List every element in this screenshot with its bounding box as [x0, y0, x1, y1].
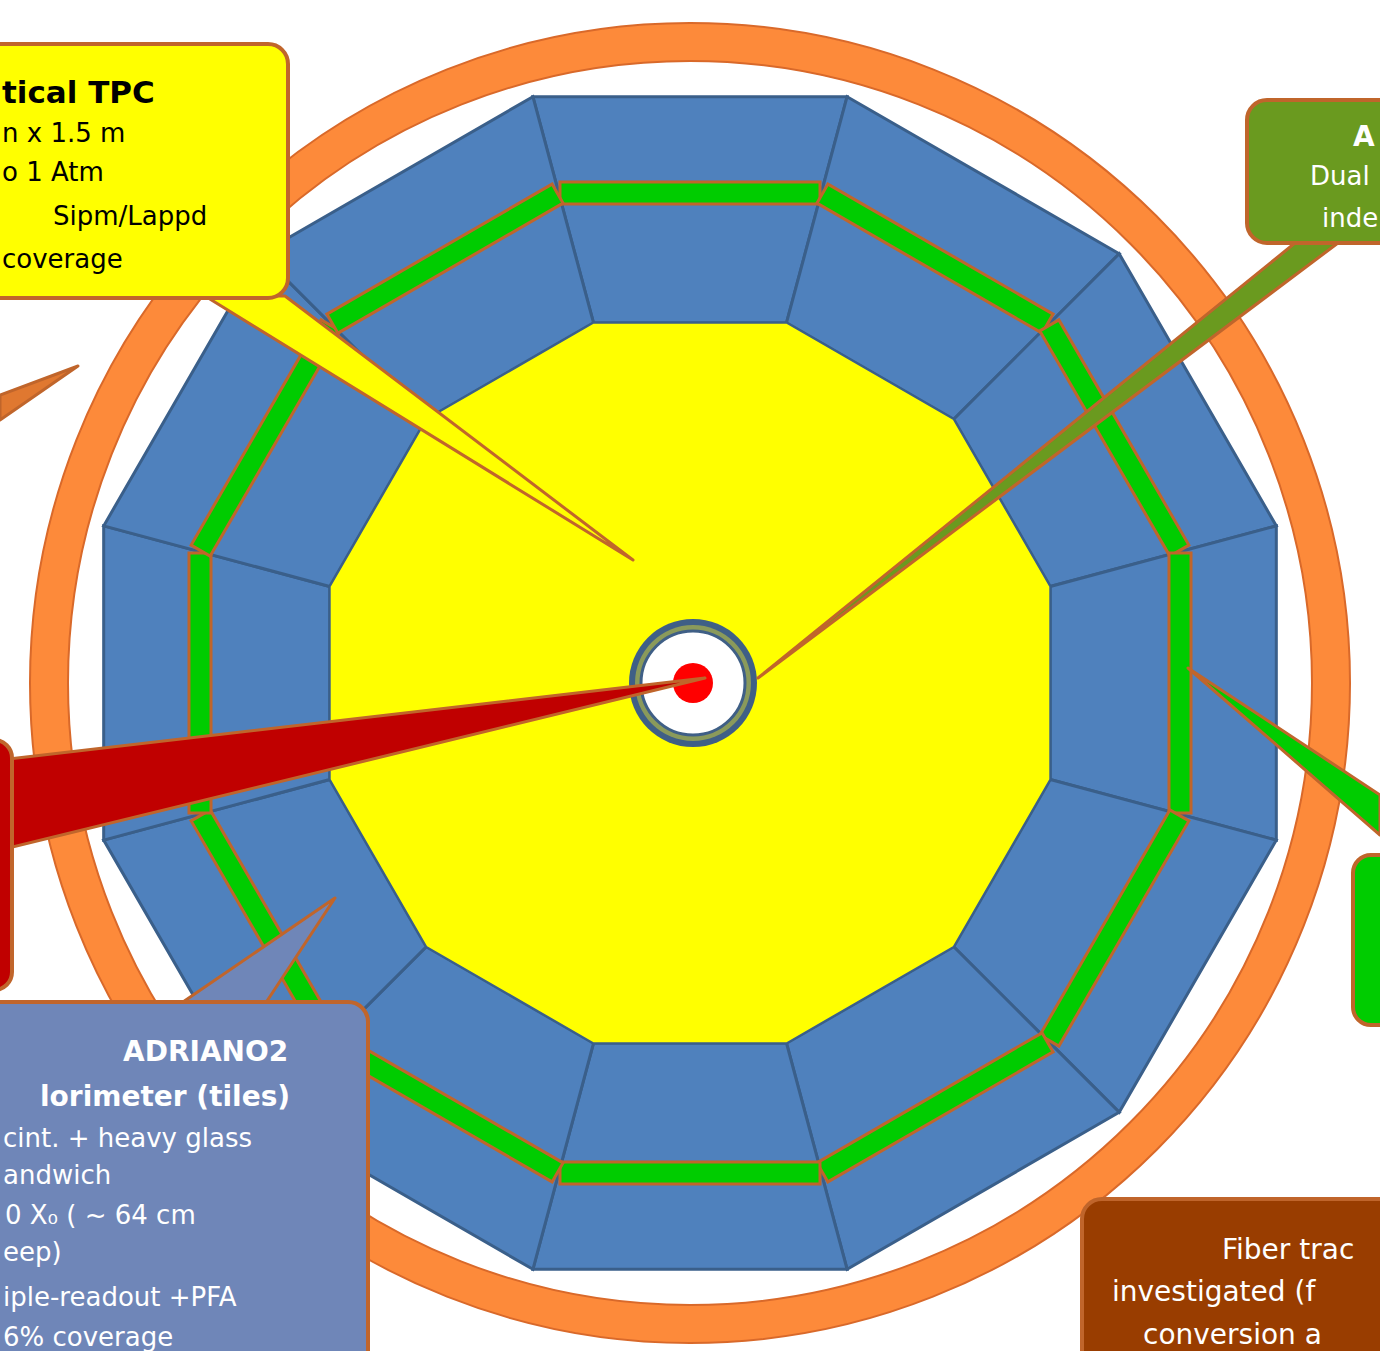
tracker-callout: Fiber trac investigated (f conversion a: [1080, 1197, 1380, 1351]
center-pointer: [0, 678, 705, 850]
green-layer: [1169, 553, 1191, 813]
callout-text: iple-readout +PFA: [3, 1280, 366, 1314]
callout-text: o 1 Atm: [2, 155, 286, 189]
tpc-callout: tical TPC n x 1.5 m o 1 AtmSipm/Lappd cover…: [0, 42, 290, 300]
green-layer: [560, 182, 820, 204]
callout-text: 6% coverage: [3, 1320, 366, 1351]
callout-text: investigated (f: [1112, 1274, 1380, 1310]
callout-heading: tical TPC: [2, 72, 286, 112]
vertex-callout: A Dual inde: [1245, 98, 1380, 245]
callout-text: conversion a: [1143, 1317, 1380, 1351]
green-layer: [560, 1162, 820, 1184]
callout-text: eep): [3, 1235, 366, 1269]
callout-text: Sipm/Lappd: [53, 199, 286, 233]
callout-text: n x 1.5 m: [2, 116, 286, 150]
callout-heading: ADRIANO2: [123, 1034, 366, 1070]
cropped-callout: [0, 740, 12, 990]
vertex-pointer: [758, 243, 1338, 678]
green-layer: [817, 184, 1053, 333]
cropped-callout: [1353, 855, 1380, 1025]
callout-heading: Fiber trac: [1222, 1232, 1380, 1268]
callout-text: lorimeter (tiles): [40, 1079, 366, 1115]
layer-pointer: [1188, 668, 1380, 835]
tpc-pointer: [205, 296, 633, 560]
callout-text: coverage: [2, 242, 286, 276]
green-layer: [817, 1033, 1053, 1182]
green-layer: [1040, 810, 1189, 1046]
callout-text: andwich: [3, 1158, 366, 1192]
beam-pipe-outer: [629, 619, 757, 747]
calorimeter-callout: ADRIANO2 lorimeter (tiles) cint. + heavy g…: [0, 1000, 370, 1351]
callout-heading: A: [1353, 119, 1380, 155]
callout-text: cint. + heavy glass: [3, 1121, 366, 1155]
side-pointer: [0, 366, 78, 420]
callout-text: inde: [1322, 201, 1380, 235]
calorimeter-pointer: [180, 898, 335, 1004]
callout-text: Dual: [1310, 159, 1380, 193]
green-layer: [327, 184, 563, 333]
callout-text: 0 X₀ ( ~ 64 cm: [5, 1198, 366, 1232]
